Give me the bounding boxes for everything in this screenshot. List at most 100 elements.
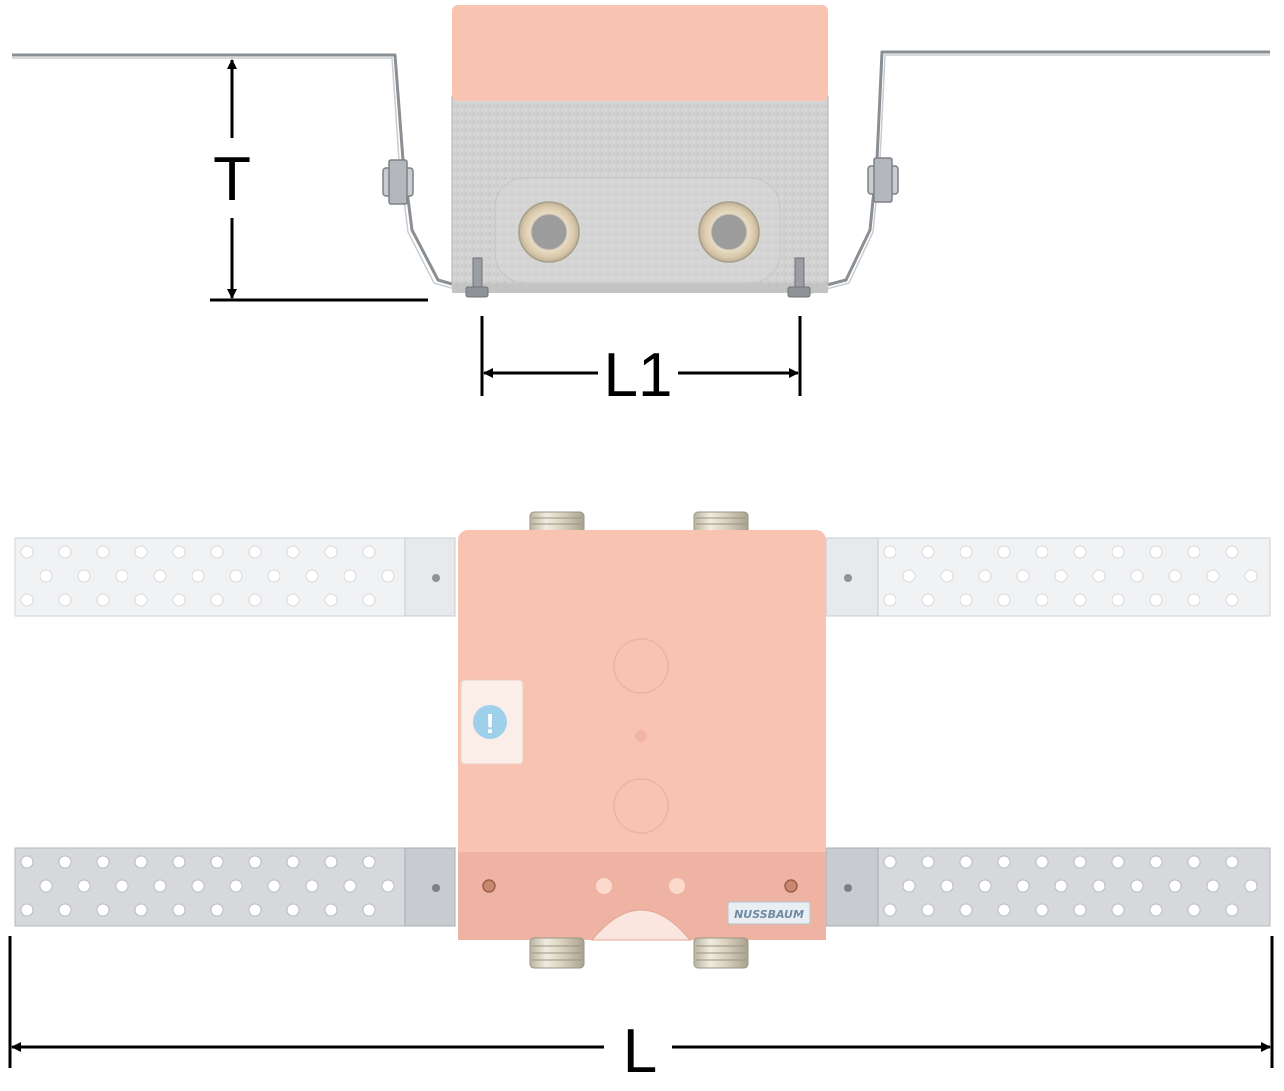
lower-right-strap-holes — [883, 855, 1258, 917]
strap-hole — [883, 855, 897, 869]
strap-hole — [58, 545, 72, 559]
strap-hole — [1035, 903, 1049, 917]
strap-hole — [1149, 545, 1163, 559]
strap-hole — [921, 903, 935, 917]
strap-hole — [1225, 593, 1239, 607]
upper-right-strap-holes — [883, 545, 1258, 607]
strap-hole — [1111, 903, 1125, 917]
strap-hole — [1054, 879, 1068, 893]
dimension-t-label: T — [213, 145, 251, 214]
strap-hole — [362, 545, 376, 559]
strap-hole — [248, 855, 262, 869]
lower-knockout — [613, 778, 669, 834]
strap-hole — [267, 879, 281, 893]
upper-knockout — [613, 638, 669, 694]
strap-hole — [1035, 593, 1049, 607]
strap-hole — [248, 545, 262, 559]
strap-hole — [20, 855, 34, 869]
strap-hole — [1111, 545, 1125, 559]
brand-label: NUSSBAUM — [727, 901, 811, 925]
right-port — [698, 201, 760, 263]
strap-hole — [324, 593, 338, 607]
strap-hole — [997, 593, 1011, 607]
strap-hole — [248, 903, 262, 917]
strap-hole — [286, 545, 300, 559]
strap-hole — [39, 879, 53, 893]
strap-hole — [210, 593, 224, 607]
strap-hole — [902, 569, 916, 583]
left-port — [518, 201, 580, 263]
strap-hole — [959, 545, 973, 559]
strap-hole — [1206, 569, 1220, 583]
strap-hole — [153, 879, 167, 893]
dimension-l1-label: L1 — [604, 341, 673, 410]
strap-hole — [1168, 879, 1182, 893]
strap-hole — [1244, 569, 1258, 583]
strap-hole — [191, 569, 205, 583]
strap-hole — [77, 879, 91, 893]
strap-hole — [1168, 569, 1182, 583]
strap-hole — [96, 903, 110, 917]
strap-hole — [58, 855, 72, 869]
strap-hole — [362, 593, 376, 607]
lower-left-strap-holes — [20, 855, 395, 917]
strap-hole — [96, 855, 110, 869]
strap-hole — [1092, 879, 1106, 893]
strap-hole — [343, 879, 357, 893]
box-cover — [452, 5, 828, 101]
strap-hole — [1187, 903, 1201, 917]
strap-hole — [1130, 879, 1144, 893]
strap-hole — [1073, 855, 1087, 869]
info-sticker-icon — [473, 705, 507, 739]
strap-hole — [267, 569, 281, 583]
dimension-l: L — [8, 936, 1274, 1086]
strap-hole — [1149, 903, 1163, 917]
box-front-cover — [458, 530, 826, 941]
strap-hole — [921, 545, 935, 559]
bottom-left-fitting — [529, 937, 585, 969]
strap-hole — [1111, 593, 1125, 607]
strap-hole — [20, 545, 34, 559]
strap-hole — [191, 879, 205, 893]
strap-hole — [248, 593, 262, 607]
strap-hole — [58, 903, 72, 917]
strap-hole — [1187, 855, 1201, 869]
strap-hole — [1054, 569, 1068, 583]
brand-name: NUSSBAUM — [734, 908, 804, 921]
strap-hole — [959, 593, 973, 607]
left-bottom-bolt — [465, 257, 489, 298]
strap-hole — [940, 569, 954, 583]
strap-hole — [172, 593, 186, 607]
strap-hole — [20, 903, 34, 917]
lower-left-strap — [14, 847, 456, 927]
upper-left-strap — [14, 537, 456, 617]
strap-hole — [362, 903, 376, 917]
strap-hole — [96, 593, 110, 607]
strap-hole — [940, 879, 954, 893]
strap-hole — [172, 855, 186, 869]
strap-hole — [1092, 569, 1106, 583]
strap-hole — [1225, 855, 1239, 869]
left-screw — [482, 879, 496, 893]
strap-hole — [1073, 903, 1087, 917]
strap-hole — [134, 545, 148, 559]
strap-hole — [305, 879, 319, 893]
strap-hole — [324, 903, 338, 917]
strap-hole — [902, 879, 916, 893]
right-hanger-clamp — [867, 157, 899, 203]
strap-hole — [1149, 855, 1163, 869]
strap-hole — [978, 879, 992, 893]
strap-hole — [997, 903, 1011, 917]
top-right-fitting — [693, 511, 749, 535]
strap-hole — [153, 569, 167, 583]
strap-hole — [172, 903, 186, 917]
front-elevation-view: ! NUSSBAUM L — [8, 511, 1274, 1086]
notice-sticker: ! — [460, 679, 524, 765]
strap-hole — [210, 903, 224, 917]
upper-left-strap-holes — [20, 545, 395, 607]
strap-hole — [286, 903, 300, 917]
strap-hole — [978, 569, 992, 583]
strap-hole — [1111, 855, 1125, 869]
strap-hole — [1016, 879, 1030, 893]
